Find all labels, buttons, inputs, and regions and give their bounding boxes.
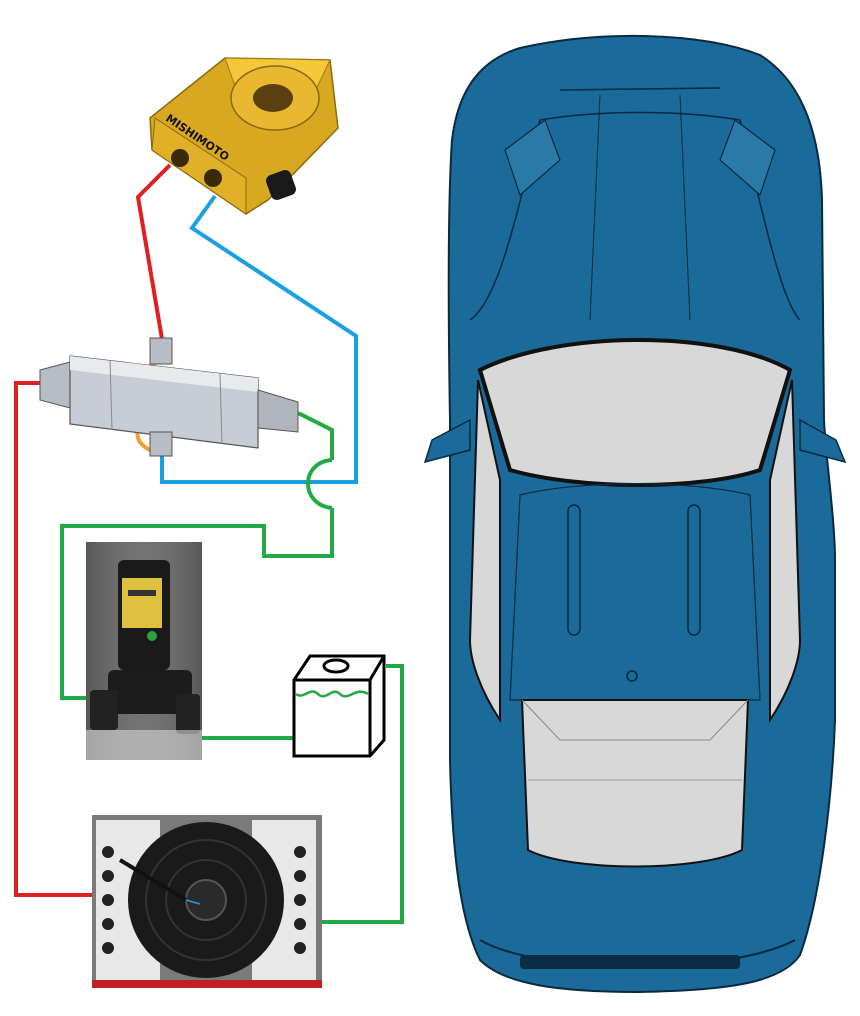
reservoir-tank-icon [292, 654, 386, 758]
oil-filter-sandwich-adapter-icon: MISHIMOTO [149, 57, 339, 215]
red-line [14, 163, 172, 897]
cooler-fan-icon [92, 815, 322, 988]
car-windshield [477, 338, 793, 487]
car-top-view-icon [423, 34, 847, 994]
blue-line [160, 194, 358, 484]
inline-thermostat-valve-icon [39, 337, 299, 457]
car-rear-window [520, 699, 750, 868]
electric-pump-icon [86, 542, 202, 760]
